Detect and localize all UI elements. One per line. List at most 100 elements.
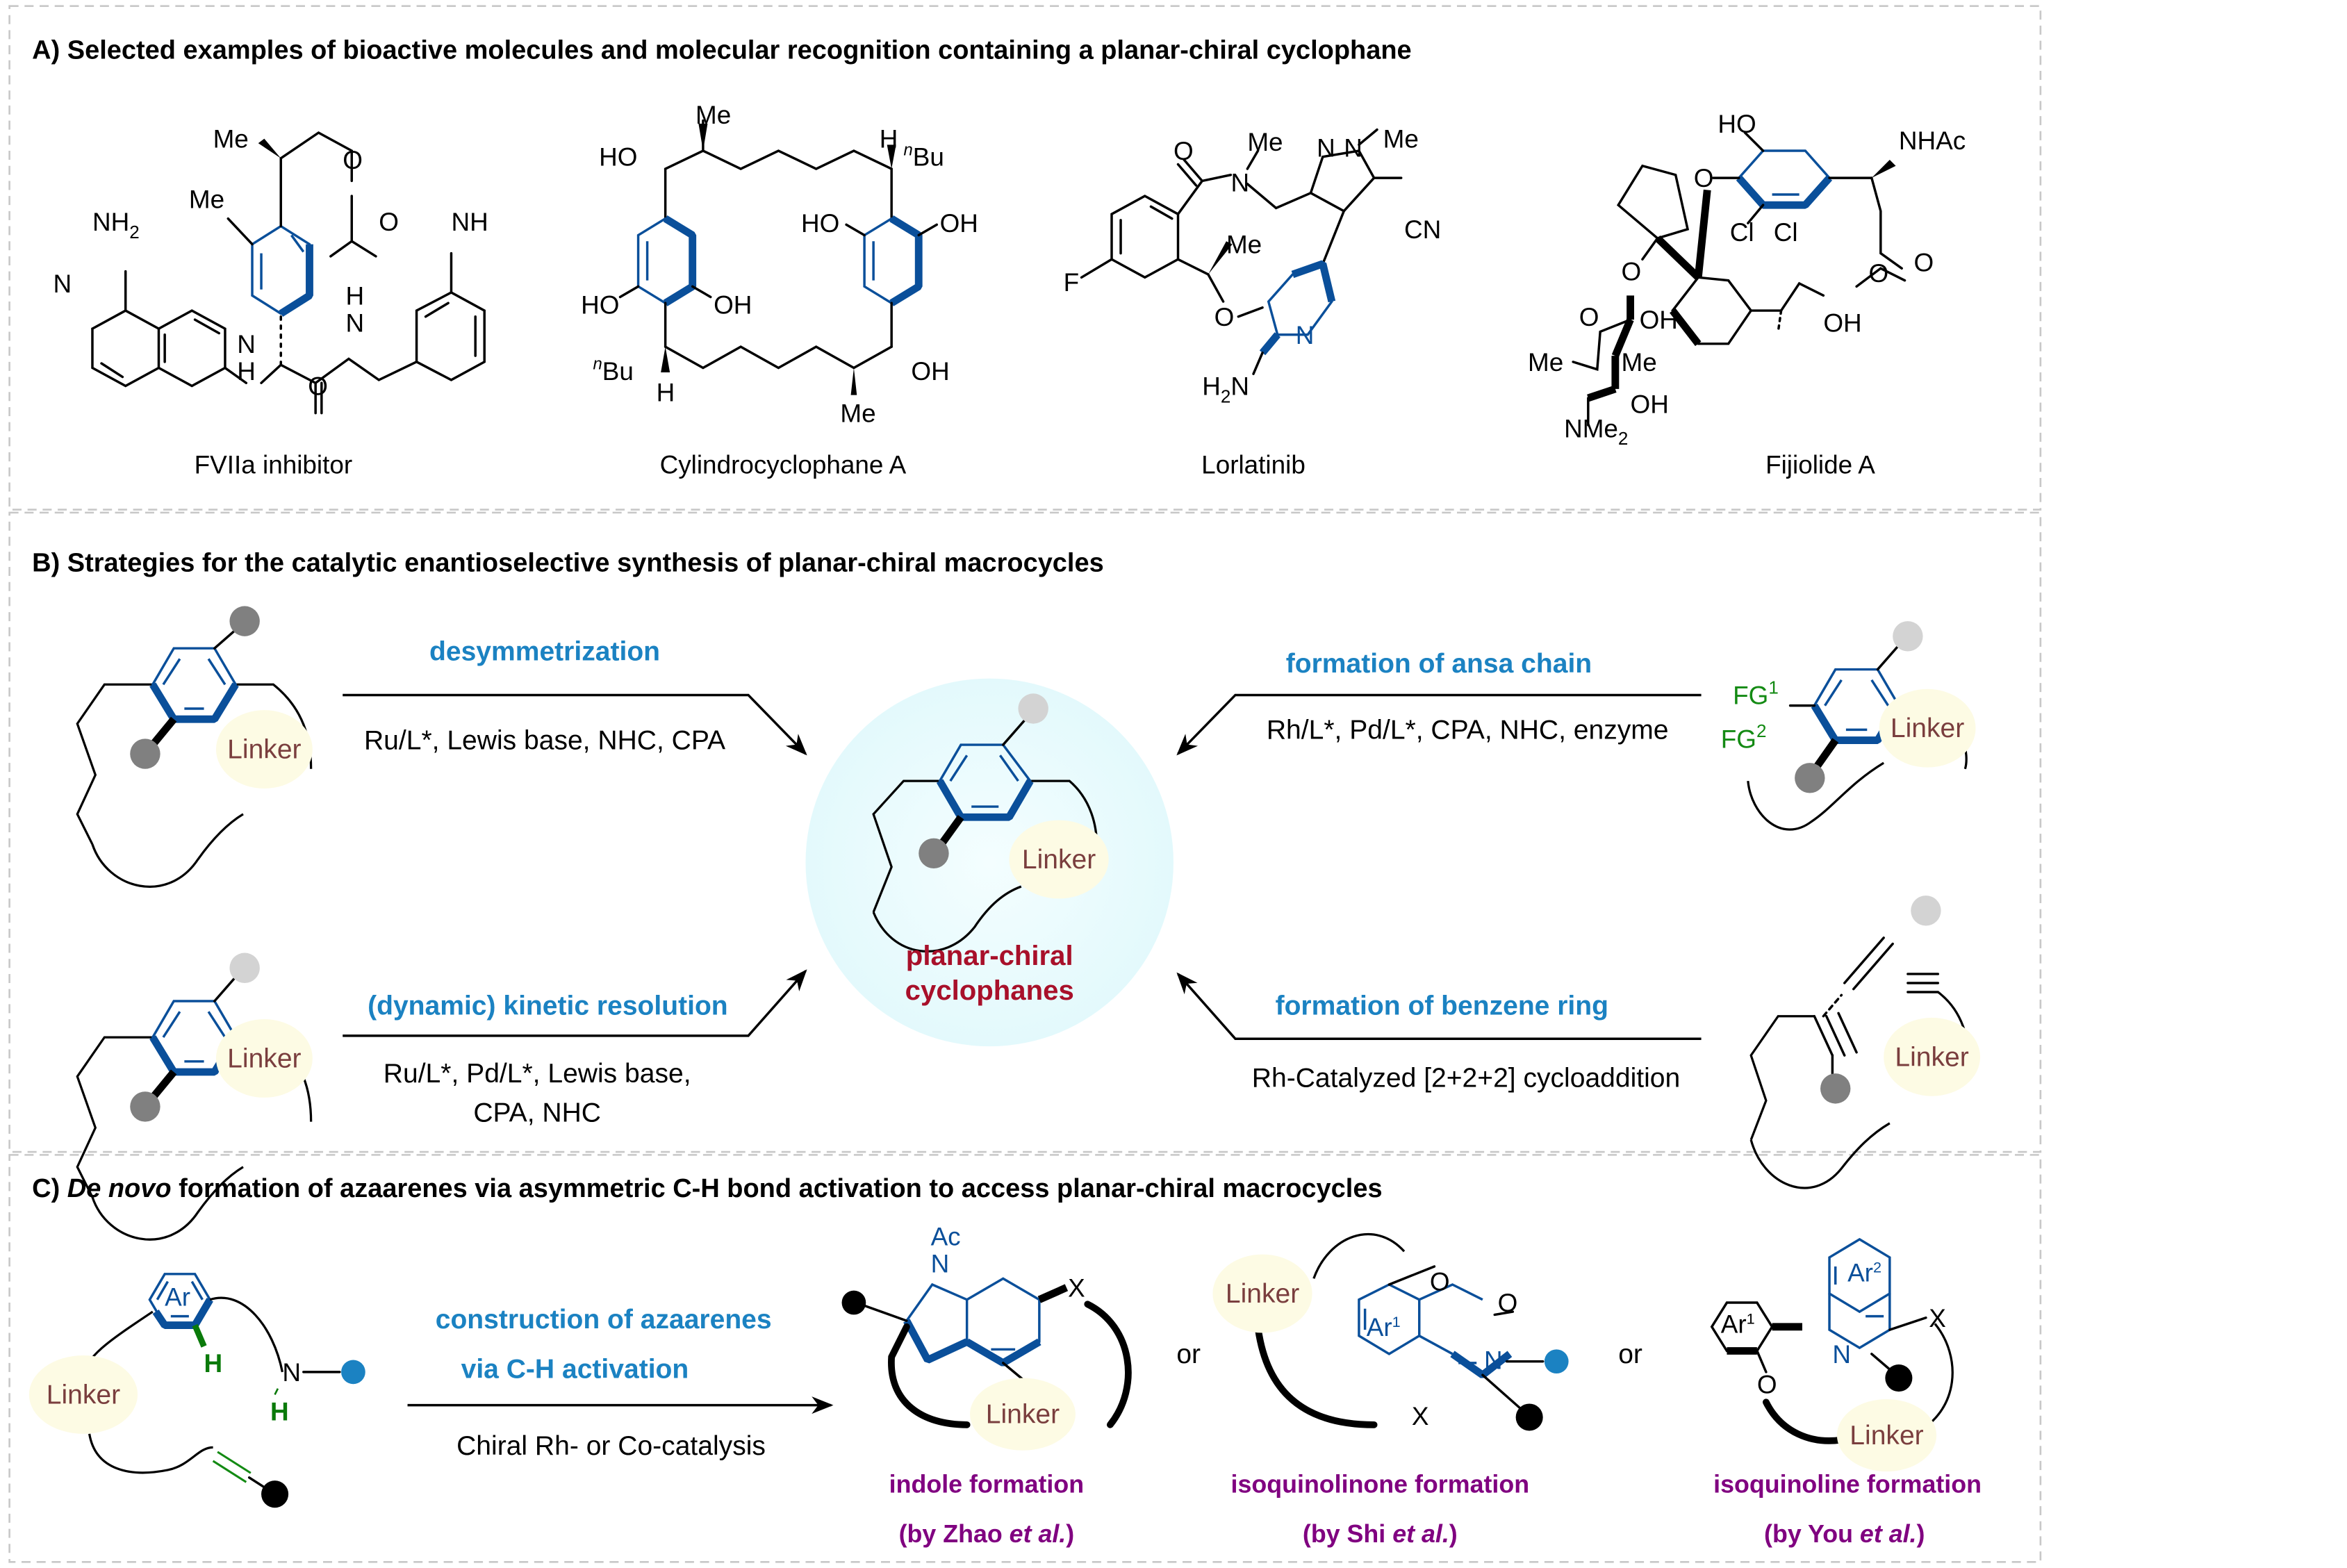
- atom-n: N: [53, 270, 72, 298]
- substituent-dot: [841, 1290, 866, 1315]
- atom-o: O: [308, 372, 328, 401]
- section-c-title: C) De novo formation of azaarenes via as…: [32, 1174, 1382, 1203]
- molecule-name: Lorlatinib: [1201, 450, 1306, 479]
- substituent-dot: [1820, 1073, 1851, 1104]
- strategy-conditions: Rh-Catalyzed [2+2+2] cycloaddition: [1252, 1064, 1680, 1094]
- substituent-dot: [130, 1091, 160, 1122]
- linker-label: Linker: [1226, 1279, 1299, 1309]
- atom-nh2: NH2: [92, 208, 140, 242]
- or-separator: or: [1618, 1339, 1642, 1369]
- substituent-dot: [1018, 693, 1048, 724]
- substituent-dot: [1911, 896, 1941, 926]
- substrate-kinetic-resolution: Linker: [76, 952, 313, 1241]
- reaction-label-line2: via C-H activation: [461, 1355, 689, 1385]
- atom-h: H: [204, 1349, 223, 1378]
- linker-label: Linker: [1850, 1421, 1923, 1451]
- atom-n: N: [1317, 134, 1335, 163]
- product-label-line2: cyclophanes: [905, 975, 1074, 1006]
- atom-oh: OH: [940, 209, 978, 238]
- atom-o: O: [343, 146, 363, 174]
- atom-ho: HO: [1718, 110, 1756, 138]
- arrow-kinetic-resolution: [343, 969, 807, 1037]
- atom-nh: NH: [451, 208, 488, 236]
- atom-cn: CN: [1404, 215, 1441, 244]
- section-a-frame: [8, 5, 2042, 511]
- linker-label: Linker: [1891, 713, 1964, 743]
- substituent-dot: [1515, 1403, 1543, 1431]
- atom-o: O: [1498, 1289, 1518, 1317]
- atom-me: Me: [1226, 231, 1262, 259]
- atom-o: O: [1694, 164, 1714, 192]
- atom-bu: nBu: [904, 141, 944, 172]
- atom-oh: OH: [1631, 390, 1669, 419]
- strategy-conditions: Ru/L*, Lewis base, NHC, CPA: [364, 726, 725, 756]
- section-c-frame: [8, 1154, 2042, 1563]
- method-citation: (by Shi et al.): [1303, 1520, 1458, 1548]
- atom-n: N: [346, 308, 365, 337]
- atom-me: Me: [213, 125, 249, 154]
- atom-h2n: H2N: [1202, 372, 1249, 407]
- molecule-lorlatinib: O Me N N N Me CN F Me O N H2N Lorlatinib: [1064, 125, 1442, 479]
- product-isoquinoline: Ar2 N X Ar1 O Linker isoquinoline format…: [1710, 1237, 1982, 1548]
- method-label: isoquinolinone formation: [1231, 1470, 1530, 1498]
- fg1-label: FG1: [1733, 677, 1779, 709]
- center-highlight: [805, 678, 1174, 1047]
- molecule-name: Fijiolide A: [1765, 450, 1875, 479]
- atom-ar: Ar1: [1721, 1310, 1755, 1338]
- arrow-ansa-chain: [1176, 693, 1702, 756]
- linker-bubble: [215, 1019, 313, 1098]
- strategy-label: formation of ansa chain: [1286, 649, 1592, 679]
- atom-bu: nBu: [593, 355, 633, 386]
- substituent-dot: [1544, 1349, 1569, 1374]
- atom-o: O: [379, 208, 399, 236]
- substituent-dot: [229, 952, 260, 983]
- atom-cl: Cl: [1730, 218, 1754, 247]
- linker-bubble: [1836, 1398, 1937, 1472]
- product-indole: Ac N X Linker indole formation (by Zhao …: [841, 1223, 1132, 1548]
- atom-n: N: [1832, 1340, 1851, 1369]
- atom-h: H: [657, 378, 675, 406]
- atom-me: Me: [1383, 125, 1419, 154]
- atom-n: N: [1230, 169, 1249, 197]
- molecule-name: FVIIa inhibitor: [195, 450, 353, 479]
- method-label: indole formation: [889, 1470, 1084, 1498]
- atom-me: Me: [1528, 348, 1563, 377]
- atom-n: N: [282, 1358, 301, 1387]
- atom-n: N: [237, 330, 256, 358]
- product-isoquinolinone: Ar1 O O N X Linker isoquinolinone format…: [1212, 1233, 1569, 1548]
- atom-ho: HO: [581, 290, 619, 319]
- atom-h: H: [880, 125, 898, 154]
- linker-label: Linker: [1022, 845, 1096, 875]
- atom-me: Me: [189, 185, 224, 213]
- reaction-conditions: Chiral Rh- or Co-catalysis: [456, 1431, 766, 1461]
- strategy-label: (dynamic) kinetic resolution: [368, 991, 728, 1021]
- atom-h: H: [237, 357, 256, 386]
- atom-h: H: [270, 1397, 289, 1426]
- linker-bubble: [28, 1355, 138, 1434]
- atom-o: O: [1430, 1268, 1450, 1296]
- section-b-title: B) Strategies for the catalytic enantios…: [32, 549, 1104, 578]
- strategy-conditions: Rh/L*, Pd/L*, CPA, NHC, enzyme: [1267, 715, 1669, 745]
- atom-ar: Ar: [165, 1282, 190, 1311]
- linker-label: Linker: [227, 735, 301, 765]
- atom-me: Me: [1247, 128, 1283, 156]
- molecule-cylindrocyclophane-a: Me HO H nBu HO OH HO OH nBu H OH Me Cyli…: [581, 101, 978, 479]
- linker-bubble: [1879, 688, 1976, 768]
- molecule-fijiolide-a: HO NHAc O Cl Cl O O OH O O OH Me Me OH N…: [1528, 110, 1966, 479]
- atom-me: Me: [695, 101, 731, 129]
- strategy-label: desymmetrization: [429, 637, 660, 667]
- linker-bubble: [1009, 820, 1109, 899]
- molecule-fviia-inhibitor: Me Me O O NH NH2 N N H H N O FVIIa inhib…: [53, 125, 488, 479]
- atom-o: O: [1914, 249, 1934, 277]
- product-label-line1: planar-chiral: [906, 940, 1073, 971]
- atom-n: N: [931, 1250, 950, 1278]
- atom-o: O: [1174, 137, 1194, 165]
- linker-label: Linker: [227, 1043, 301, 1073]
- linker-label: Linker: [1895, 1042, 1968, 1072]
- atom-nhac: NHAc: [1899, 126, 1966, 155]
- arrow-desymmetrization: [343, 693, 807, 756]
- linker-label: Linker: [986, 1400, 1060, 1430]
- atom-oh: OH: [911, 357, 949, 386]
- linker-bubble: [1212, 1254, 1312, 1333]
